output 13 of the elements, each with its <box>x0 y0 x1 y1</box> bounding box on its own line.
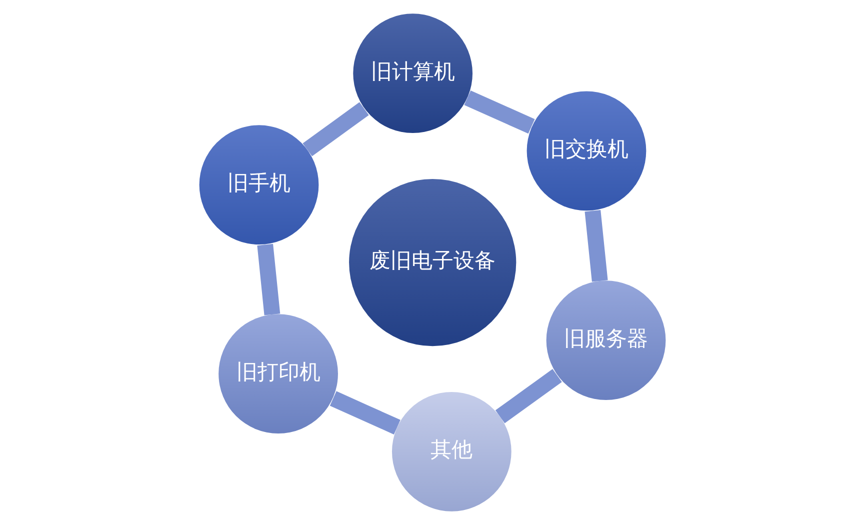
node-circle: 旧手机 <box>199 125 319 245</box>
node-circle: 废旧电子设备 <box>349 178 516 346</box>
connector <box>302 102 369 156</box>
connector <box>257 244 280 316</box>
node-circle: 旧服务器 <box>546 280 666 400</box>
node-circle: 其他 <box>392 392 512 512</box>
connector <box>464 90 535 134</box>
node-circle: 旧打印机 <box>218 314 338 434</box>
connector <box>330 391 400 434</box>
connector <box>584 210 608 282</box>
node-circle: 旧计算机 <box>353 14 473 134</box>
node-circle: 旧交换机 <box>526 91 646 211</box>
connector <box>495 369 562 424</box>
